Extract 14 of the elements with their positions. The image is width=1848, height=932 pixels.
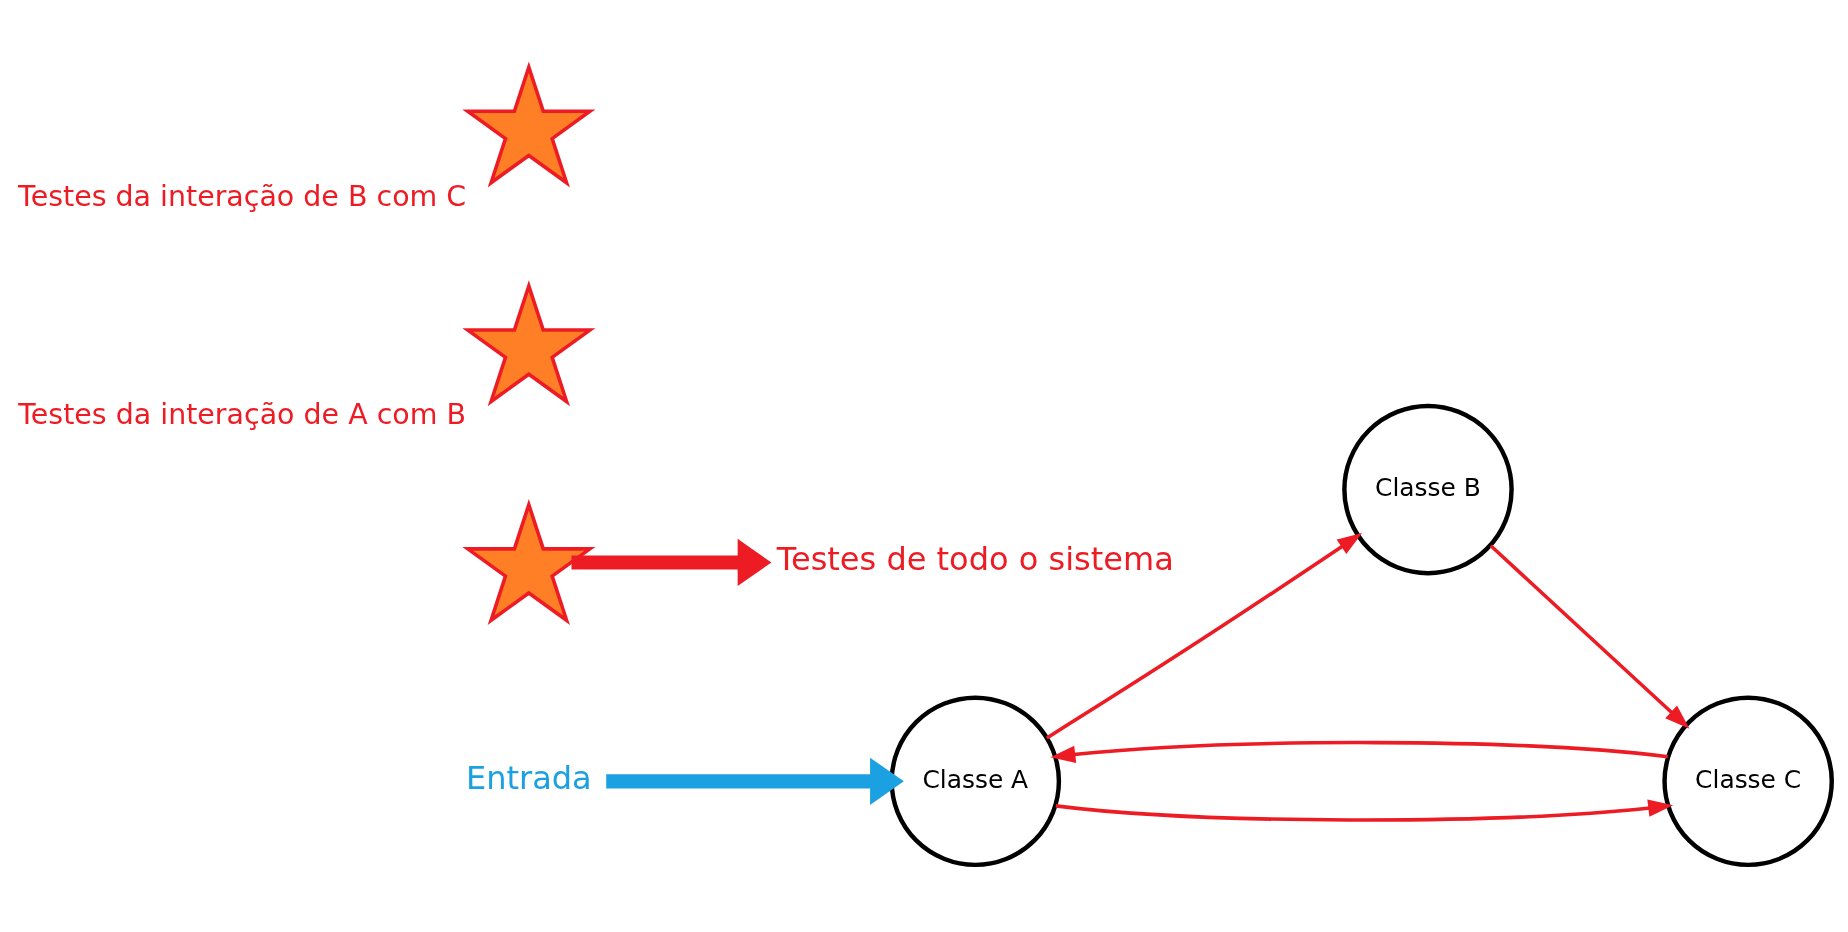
arrow xyxy=(1045,532,1363,740)
arrow xyxy=(1050,740,1668,764)
arrow xyxy=(606,757,904,805)
node-text: Testes de todo o sistema xyxy=(776,540,1174,579)
node-star xyxy=(462,498,596,625)
node-star xyxy=(462,280,596,407)
arrow xyxy=(1489,544,1690,729)
node-circle: Classe B xyxy=(1342,403,1514,576)
node-label: Testes da interação de A com B xyxy=(18,398,466,432)
arrow xyxy=(571,538,772,587)
arrow xyxy=(1055,799,1674,822)
node-circle: Classe A xyxy=(889,695,1062,868)
node-label: Testes da interação de B com C xyxy=(18,179,467,213)
node-text: Entrada xyxy=(465,759,592,798)
